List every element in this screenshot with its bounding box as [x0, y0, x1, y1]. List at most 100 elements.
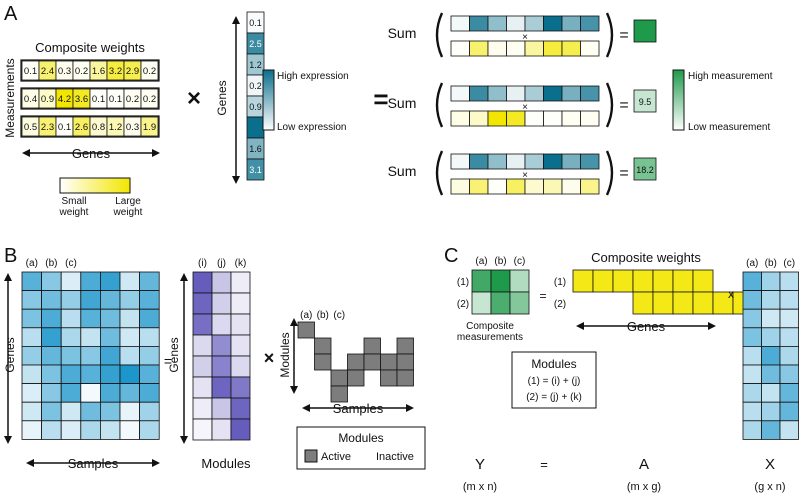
- sum-expression-cell: [543, 15, 563, 32]
- sum-expression-cell: [524, 85, 544, 102]
- equals-sign-b: =: [164, 353, 172, 369]
- a-cell: [192, 271, 213, 294]
- x-cell: [139, 271, 160, 292]
- x-cell-c: [742, 364, 762, 385]
- genes-vertical-label: Genes: [215, 80, 229, 115]
- x-cell: [60, 327, 82, 347]
- weight-value: 0.8: [92, 122, 105, 133]
- samples-axis-label-s: Samples: [333, 401, 384, 416]
- x-cell: [119, 383, 141, 403]
- x-cell-c: [779, 345, 799, 366]
- y-cell: [509, 291, 530, 315]
- x-cell-c: [779, 290, 799, 310]
- module-sample-matrix: [297, 321, 414, 403]
- genes-axis-label-b: Genes: [3, 337, 17, 372]
- x-cell-c: [742, 401, 762, 422]
- weight-value: 0.2: [126, 94, 139, 105]
- expression-value: 0.2: [249, 81, 262, 91]
- a-cell: [230, 376, 251, 399]
- s-active-cell: [396, 353, 414, 371]
- y-row-label: (2): [457, 299, 469, 310]
- multiply-sign: ×: [187, 85, 201, 112]
- sum-weight-cell: [561, 110, 581, 127]
- x-column-labels: (a)(b)(c): [26, 258, 77, 269]
- legend-inactive-label: Inactive: [376, 451, 414, 463]
- panel-letter-a: A: [4, 3, 18, 25]
- x-cell: [21, 420, 43, 440]
- sum-label: Sum: [388, 163, 417, 179]
- sum-times: ×: [522, 102, 528, 113]
- x-cell: [60, 401, 82, 422]
- weight-value: 0.1: [24, 66, 37, 77]
- sum-expression-cell: [561, 15, 581, 32]
- weight-value: 0.4: [24, 94, 37, 105]
- x-cell-c: [779, 271, 799, 292]
- x-cell-c: [742, 271, 762, 292]
- x-column-labels-c: (a)(b)(c): [746, 258, 795, 269]
- s-active-cell: [347, 369, 365, 387]
- multiply-sign-c: x: [728, 287, 734, 301]
- x-cell-c: [761, 345, 781, 366]
- right-paren: [605, 12, 614, 58]
- weight-value: 1.9: [143, 122, 156, 133]
- sum-equals: =: [619, 165, 628, 182]
- a-cell: [230, 313, 251, 336]
- a-weight-cell: [652, 269, 674, 293]
- y-col-label: (c): [514, 256, 526, 267]
- modules-legend-box: [296, 426, 426, 470]
- x-cell: [139, 345, 160, 366]
- sum-result-cell: [633, 89, 657, 113]
- s-active-cell: [363, 353, 381, 371]
- sum-expression-cell: [450, 85, 470, 102]
- sum-times: ×: [522, 32, 528, 43]
- weight-row-border: [20, 115, 160, 138]
- expression-value: 1.6: [249, 144, 262, 154]
- a-cell: [211, 271, 232, 294]
- modules-vertical-label-b: Modules: [278, 332, 292, 377]
- a-cell: [192, 418, 213, 441]
- sum-expression-cell: [524, 153, 544, 170]
- high-expression-label: High expression: [277, 71, 349, 82]
- x-cell: [100, 271, 121, 292]
- x-cell: [80, 364, 101, 385]
- expression-value: 0.9: [249, 102, 262, 112]
- x-cell: [100, 345, 121, 366]
- a-cell: [211, 397, 232, 420]
- samples-axis-label-b: Samples: [68, 456, 119, 471]
- x-cell-c: [761, 290, 781, 310]
- right-paren: [605, 150, 614, 196]
- x-cell: [21, 271, 43, 292]
- sum-expression-cell: [469, 153, 489, 170]
- x-col-label: (a): [26, 258, 38, 269]
- sum-result-cell: [633, 157, 657, 181]
- a-row-label: (2): [554, 299, 566, 310]
- a-cell: [192, 334, 213, 357]
- x-cell: [139, 401, 160, 422]
- x-cell: [100, 290, 121, 310]
- s-active-cell: [396, 369, 414, 387]
- x-cell: [100, 327, 121, 347]
- s-active-cell: [297, 321, 315, 339]
- x-cell-c: [742, 383, 762, 403]
- sum-expression-cell: [469, 15, 489, 32]
- sum-result-value: 18.2: [636, 165, 654, 175]
- measurement-scale-bar: [672, 69, 685, 131]
- sum-expression-cell: [524, 15, 544, 32]
- weight-row-border: [20, 87, 160, 110]
- sum-weight-cell: [506, 40, 526, 57]
- weight-value: 0.5: [24, 122, 37, 133]
- a-weight-cell: [672, 291, 694, 315]
- x-cell: [139, 308, 160, 329]
- weight-value: 2.9: [126, 66, 139, 77]
- composite-measurement-matrix: [471, 269, 530, 315]
- a-cell: [230, 355, 251, 378]
- weight-row-border: [20, 59, 160, 82]
- weight-value: 0.9: [41, 94, 54, 105]
- x-cell-c: [742, 308, 762, 329]
- sum-expression-cell: [561, 85, 581, 102]
- gene-module-matrix: [192, 271, 251, 441]
